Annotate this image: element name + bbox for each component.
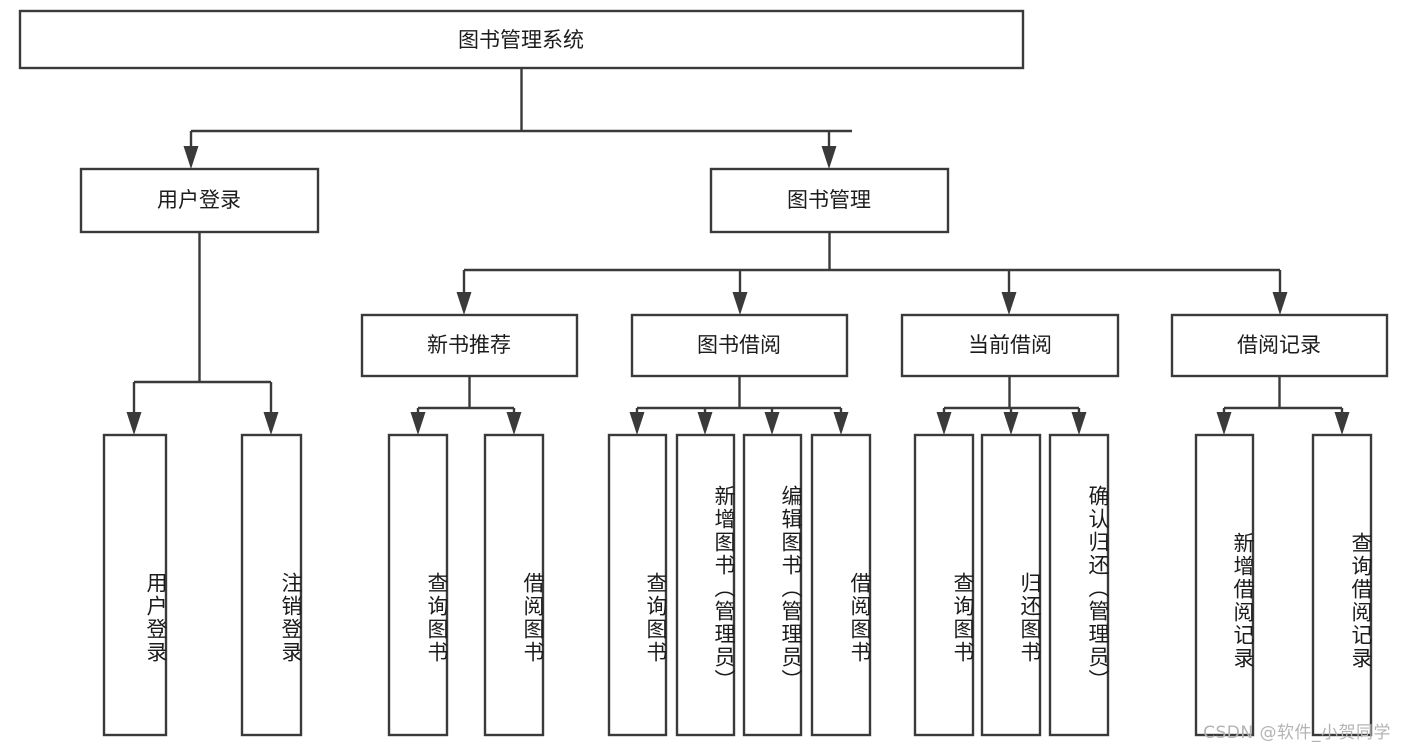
- node-user-login[interactable]: 用户登录: [79, 167, 320, 234]
- leaf-box[interactable]: [607, 433, 668, 737]
- leaf-box[interactable]: [483, 433, 545, 737]
- connector-new-book-rec-to-leaves: [410, 376, 522, 435]
- node-borrow-record-label: 借阅记录: [1237, 333, 1321, 357]
- leaf-box[interactable]: [1048, 433, 1110, 737]
- node-current-borrow[interactable]: 当前借阅: [900, 313, 1120, 378]
- node-book-borrow[interactable]: 图书借阅: [630, 313, 849, 378]
- node-new-book-recommend[interactable]: 新书推荐: [360, 313, 579, 378]
- node-book-management-label: 图书管理: [787, 188, 871, 212]
- leaf-box[interactable]: [810, 433, 872, 737]
- leaf-box[interactable]: [742, 433, 803, 737]
- connector-book-mgmt-to-level3: [456, 232, 1288, 315]
- leaf-box[interactable]: [1194, 433, 1255, 737]
- leaf-box[interactable]: [913, 433, 975, 737]
- connector-user-login-to-leaves: [126, 232, 279, 435]
- node-new-book-recommend-label: 新书推荐: [427, 333, 511, 357]
- node-current-borrow-label: 当前借阅: [968, 333, 1052, 357]
- node-user-login-label: 用户登录: [157, 188, 241, 212]
- leaf-boxes: [102, 433, 1373, 737]
- connector-book-borrow-to-leaves: [629, 376, 849, 435]
- node-root-label: 图书管理系统: [458, 28, 584, 52]
- leaf-box[interactable]: [980, 433, 1042, 737]
- leaf-box[interactable]: [1311, 433, 1373, 737]
- csdn-watermark: CSDN @软件_小贺同学: [1203, 723, 1391, 743]
- node-root-system[interactable]: 图书管理系统: [18, 9, 1025, 70]
- leaf-box[interactable]: [102, 433, 168, 737]
- connector-borrow-record-to-leaves: [1216, 376, 1350, 435]
- node-borrow-record[interactable]: 借阅记录: [1170, 313, 1389, 378]
- node-book-borrow-label: 图书借阅: [697, 333, 781, 357]
- connector-root-to-level2: [183, 68, 852, 169]
- node-book-management[interactable]: 图书管理: [709, 167, 950, 234]
- leaf-box[interactable]: [387, 433, 449, 737]
- leaf-box[interactable]: [240, 433, 303, 737]
- leaf-box[interactable]: [675, 433, 736, 737]
- connector-current-borrow-to-leaves: [936, 376, 1087, 435]
